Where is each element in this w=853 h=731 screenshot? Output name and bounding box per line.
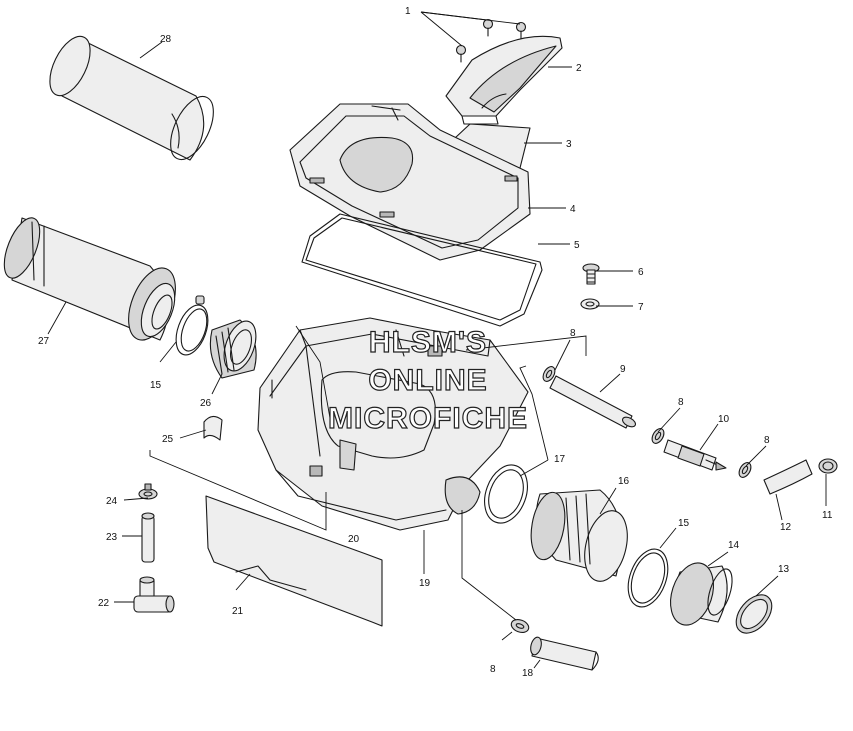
part-22-tee-fitting xyxy=(133,576,175,613)
callout-21: 21 xyxy=(232,606,244,617)
callout-20: 20 xyxy=(348,534,360,545)
part-19-airbox-body xyxy=(257,317,529,531)
callout-19: 19 xyxy=(419,578,431,589)
part-5-lid-gasket xyxy=(301,213,543,327)
part-17-gasket-ring xyxy=(484,464,528,524)
part-24-small-clamp xyxy=(138,483,158,500)
callout-15-right: 15 xyxy=(678,518,690,529)
callout-25: 25 xyxy=(162,434,174,445)
callout-13: 13 xyxy=(778,564,790,575)
part-25-clip xyxy=(203,415,223,441)
callout-24: 24 xyxy=(106,496,118,507)
callout-28: 28 xyxy=(160,34,172,45)
callout-27: 27 xyxy=(38,336,50,347)
callout-11: 11 xyxy=(822,510,833,521)
callout-14: 14 xyxy=(728,540,740,551)
watermark: HLSM'S ONLINE MICROFICHE xyxy=(327,325,528,435)
part-2-snorkel-cover xyxy=(445,35,563,125)
callout-3: 3 xyxy=(566,139,572,150)
part-10-check-valve xyxy=(663,439,727,471)
part-18-drain-hose xyxy=(530,636,599,671)
watermark-line-3: MICROFICHE xyxy=(328,402,528,435)
callout-23: 23 xyxy=(106,532,118,543)
callout-10: 10 xyxy=(718,414,730,425)
watermark-line-2: ONLINE xyxy=(368,364,487,397)
callout-22: 22 xyxy=(98,598,110,609)
part-21-panel xyxy=(205,495,383,627)
leader-lines xyxy=(47,11,827,669)
callout-8-mid: 8 xyxy=(678,397,684,408)
part-26-coupler xyxy=(209,319,257,379)
callout-1: 1 xyxy=(405,6,411,17)
part-14-intake-boot xyxy=(670,562,733,626)
part-4-airbox-lid xyxy=(289,103,531,261)
part-7-washer xyxy=(580,298,600,310)
callout-2: 2 xyxy=(576,63,582,74)
part-15-clamp-left xyxy=(175,295,209,356)
part-20-drain xyxy=(339,439,357,471)
callout-9: 9 xyxy=(620,364,626,375)
callout-15-left: 15 xyxy=(150,380,162,391)
callout-16: 16 xyxy=(618,476,630,487)
callout-6: 6 xyxy=(638,267,644,278)
callout-7: 7 xyxy=(638,302,644,313)
callout-12: 12 xyxy=(780,522,792,533)
part-8-hose-clamps xyxy=(510,366,752,633)
callout-4: 4 xyxy=(570,204,576,215)
callout-labels: 1 2 3 4 5 6 7 8 9 8 10 8 11 12 13 14 15 … xyxy=(38,6,833,679)
part-16-intake-adapter xyxy=(530,489,628,582)
part-28-prefilter-sleeve xyxy=(49,35,214,161)
callout-18: 18 xyxy=(522,668,534,679)
part-13-clamp xyxy=(735,594,773,634)
part-12-hose xyxy=(763,459,813,495)
callout-8-top: 8 xyxy=(570,328,576,339)
callout-8-bottom: 8 xyxy=(490,664,496,675)
part-11-clamp xyxy=(818,458,838,474)
watermark-line-1: HLSM'S xyxy=(369,326,487,359)
part-9-breather-tube xyxy=(549,375,637,429)
part-27-air-filter xyxy=(3,217,176,341)
part-15-clamp-right xyxy=(627,548,669,608)
part-23-drain-tube xyxy=(141,512,155,563)
part-6-bolt xyxy=(582,263,600,285)
callout-17: 17 xyxy=(554,454,566,465)
callout-5: 5 xyxy=(574,240,580,251)
callout-8-right: 8 xyxy=(764,435,770,446)
callout-26: 26 xyxy=(200,398,212,409)
